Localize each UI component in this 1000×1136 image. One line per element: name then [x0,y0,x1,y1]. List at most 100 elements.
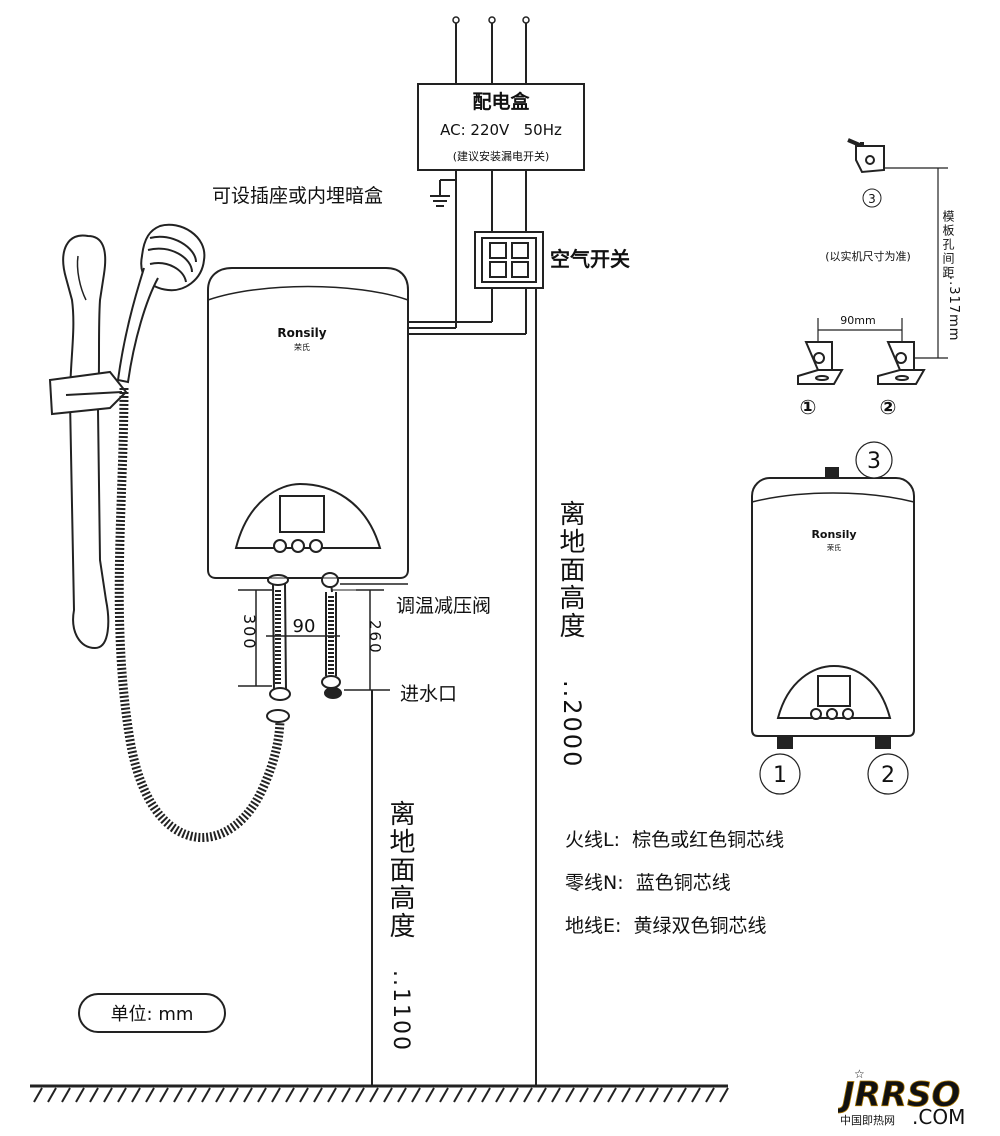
ground-hatch-mark [523,1087,533,1103]
wire-neutral: 零线N: 蓝色铜芯线 [565,872,731,894]
ground-hatch-mark [327,1087,337,1103]
ground-hatch-mark [411,1087,421,1103]
heater-marker-3: 3 [867,449,881,474]
ground-hatch-mark [649,1087,659,1103]
brand-logo-cn: 荣氏 [294,342,310,352]
ground-hatch-mark [33,1087,43,1103]
water-pipes [266,572,342,723]
ground-hatch-mark [607,1087,617,1103]
ground-hatch-mark [509,1087,519,1103]
ground-hatch-mark [425,1087,435,1103]
ground-hatch-mark [47,1087,57,1103]
heater-small [751,467,915,749]
ground-hatch-mark [579,1087,589,1103]
power-box-title: 配电盒 [472,90,530,113]
ground-hatch-mark [397,1087,407,1103]
height-1100-label: 离地面高度 [385,800,415,940]
ground-hatch-mark [467,1087,477,1103]
bracket-1 [797,341,844,385]
ground-hatch-mark [663,1087,673,1103]
dimension-lines [236,577,408,691]
bracket-3 [847,138,885,208]
dim-90: 90 [293,616,316,637]
ground-hatch-mark [565,1087,575,1103]
heater-main [207,267,409,579]
ground-hatch-mark [453,1087,463,1103]
height-2000-label: 离地面高度 [555,500,585,640]
ground-hatch-mark [187,1087,197,1103]
ground-hatch-mark [705,1087,715,1103]
ground-hatch-mark [201,1087,211,1103]
ground-hatch-mark [257,1087,267,1103]
ground-hatch-mark [117,1087,127,1103]
shower-head [116,223,206,384]
ground-hatch-mark [495,1087,505,1103]
ground-hatch-mark [271,1087,281,1103]
power-box-note: (建议安装漏电开关) [453,149,550,163]
inlet-label: 进水口 [400,683,457,705]
ground-hatch-mark [383,1087,393,1103]
bracket-note: (以实机尺寸为准) [825,249,911,263]
watermark-brand: JRRSO [838,1075,960,1115]
bracket-2 [877,341,926,385]
heater-feed-wires [408,170,527,335]
valve-label: 调温减压阀 [396,595,491,617]
wire-live: 火线L: 棕色或红色铜芯线 [565,829,784,851]
bracket-spacing: 90mm [840,314,875,327]
shower-hose [114,387,285,842]
heater-marker-2: 2 [881,763,895,788]
ground-hatch-mark [691,1087,701,1103]
height-1100-value: ..1100 [388,970,413,1052]
air-switch-label: 空气开关 [550,247,630,271]
bracket-3-number: 3 [868,192,876,206]
ground-hatch-mark [313,1087,323,1103]
ground-hatch-mark [621,1087,631,1103]
bracket-lines [817,167,948,359]
ground-hatch-mark [159,1087,169,1103]
watermark-cn: 中国即热网 [840,1114,895,1127]
dim-260: 260 [366,620,384,655]
ground-hatch [33,1087,729,1103]
ground-hatch-mark [229,1087,239,1103]
small-brand-logo-cn: 荣氏 [827,543,841,552]
watermark-com: .COM [912,1105,965,1128]
unit-label: 单位: mm [78,993,226,1033]
ground-hatch-mark [173,1087,183,1103]
ground-hatch-mark [369,1087,379,1103]
ground-hatch-mark [243,1087,253,1103]
wire-earth: 地线E: 黄绿双色铜芯线 [565,915,767,937]
ground-hatch-mark [75,1087,85,1103]
ground-hatch-mark [145,1087,155,1103]
heater-marker-circles [759,441,909,795]
ground-hatch-mark [341,1087,351,1103]
ground-hatch-mark [215,1087,225,1103]
bracket-1-number: ① [800,395,817,419]
ground-hatch-mark [103,1087,113,1103]
ground-hatch-mark [677,1087,687,1103]
ground-hatch-mark [355,1087,365,1103]
brand-logo: Ronsily [277,326,326,340]
hole-spacing-value: ..317mm [946,276,961,342]
power-box [417,83,585,171]
air-switch [474,231,544,289]
ground-hatch-mark [537,1087,547,1103]
terminal-dots [452,16,530,24]
power-box-spec: AC: 220V 50Hz [440,121,562,139]
power-supply-wires [455,22,527,84]
svg-text:☆: ☆ [854,1067,865,1081]
bracket-2-number: ② [880,395,897,419]
height-2000-value: ..2000 [558,680,586,769]
ground-hatch-mark [299,1087,309,1103]
ground-hatch-mark [719,1087,729,1103]
ground-hatch-mark [89,1087,99,1103]
shower-rail [48,234,128,650]
watermark-logo: ☆ JRRSO 中国即热网 .COM [836,1062,988,1129]
ground-hatch-mark [61,1087,71,1103]
socket-label: 可设插座或内埋暗盒 [212,185,383,207]
ground-hatch-mark [439,1087,449,1103]
ground-hatch-mark [635,1087,645,1103]
heater-marker-1: 1 [773,763,787,788]
ground-hatch-mark [481,1087,491,1103]
ground-hatch-mark [285,1087,295,1103]
